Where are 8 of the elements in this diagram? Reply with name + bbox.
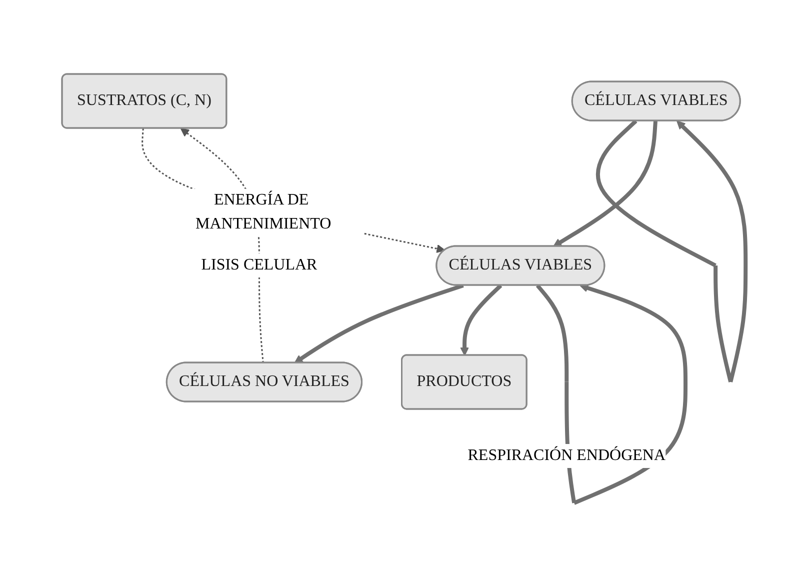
arrow <box>460 284 502 356</box>
edge-label: ENERGÍA DE MANTENIMIENTO <box>195 192 331 233</box>
arrow <box>596 119 748 382</box>
edge-label: RESPIRACIÓN ENDÓGENA <box>467 446 666 464</box>
edge-label: LISIS CELULAR <box>200 256 317 274</box>
arrow <box>294 284 464 364</box>
arrow <box>552 120 658 247</box>
arrow <box>141 128 445 253</box>
